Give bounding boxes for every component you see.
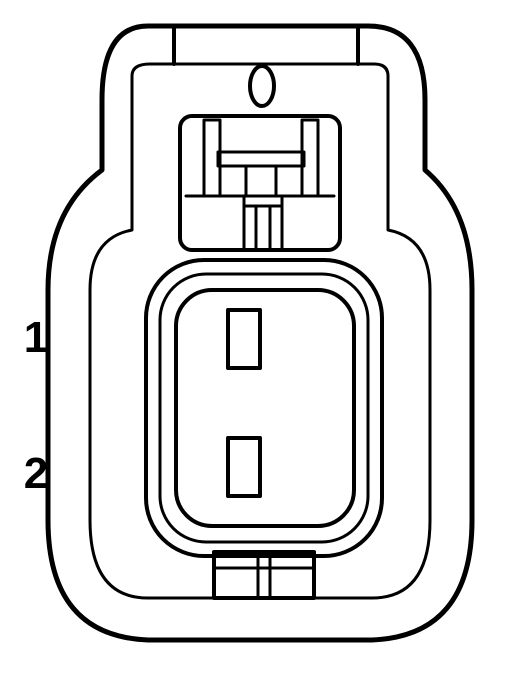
seal-ring-middle [158,272,370,544]
pin-2-label: 2 [23,449,49,498]
terminal-slot-pin-2 [226,436,262,498]
bottom-key [212,550,316,600]
lock-spring [242,194,284,252]
connector-housing-inner [88,62,432,600]
terminal-slot-pin-1 [226,308,262,370]
lock-stem [244,164,278,198]
pin-1-label: 1 [23,313,49,362]
connector-housing-outer [45,23,475,643]
seal-ring-outer [144,258,384,558]
lock-crossbar [216,150,306,168]
seal-ring-inner [174,288,356,528]
latch-hole [248,64,276,108]
